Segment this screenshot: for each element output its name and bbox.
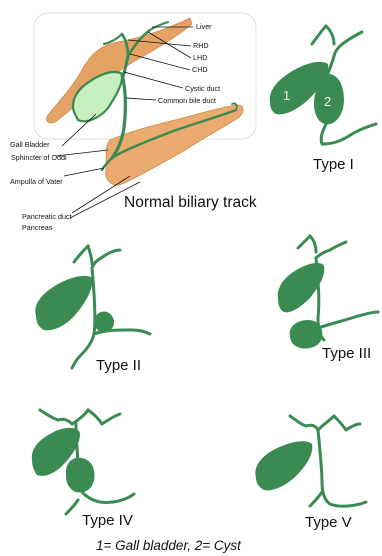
label-common-bile-duct: Common bile duct: [158, 96, 216, 105]
type5-diagram: Type V: [255, 416, 366, 531]
type3-diagram: Type III: [278, 236, 378, 362]
type1-diagram: 1 2 Type I: [270, 26, 376, 173]
label-rhd: RHD: [193, 41, 209, 50]
type5-caption: Type V: [305, 514, 352, 531]
type3-choledochocele: [290, 320, 323, 349]
type4-cyst: [66, 458, 95, 493]
type1-caption: Type I: [313, 156, 354, 173]
type4-diagram: Type IV: [32, 410, 134, 529]
label-gall-bladder: Gall Bladder: [10, 140, 50, 149]
type4-caption: Type IV: [82, 512, 133, 529]
label-sphincter-of-oddi: Sphincter of Oddi: [11, 153, 67, 162]
label-ampulla-of-vater: Ampulla of Vater: [10, 177, 63, 186]
label-liver: Liver: [196, 22, 212, 31]
type2-gallbladder: [35, 276, 92, 330]
liver-shape: [47, 18, 192, 123]
label-cystic-duct: Cystic duct: [185, 84, 220, 93]
type1-label-gallbladder: 1: [283, 88, 290, 103]
label-pancreas: Pancreas: [22, 223, 53, 232]
type2-diagram: Type II: [35, 246, 150, 374]
type3-caption: Type III: [322, 345, 371, 362]
label-lhd: LHD: [193, 53, 207, 62]
type2-caption: Type II: [96, 357, 141, 374]
normal-biliary-anatomy: Liver RHD LHD CHD Cystic duct Common bil…: [10, 13, 257, 232]
type1-label-cyst: 2: [324, 94, 331, 109]
label-pancreatic-duct: Pancreatic duct: [22, 212, 72, 221]
type5-gallbladder: [255, 441, 312, 490]
normal-caption: Normal biliary track: [124, 194, 257, 211]
type2-diverticulum: [94, 312, 114, 333]
legend-footnote: 1= Gall bladder, 2= Cyst: [96, 538, 242, 553]
label-chd: CHD: [192, 65, 208, 74]
